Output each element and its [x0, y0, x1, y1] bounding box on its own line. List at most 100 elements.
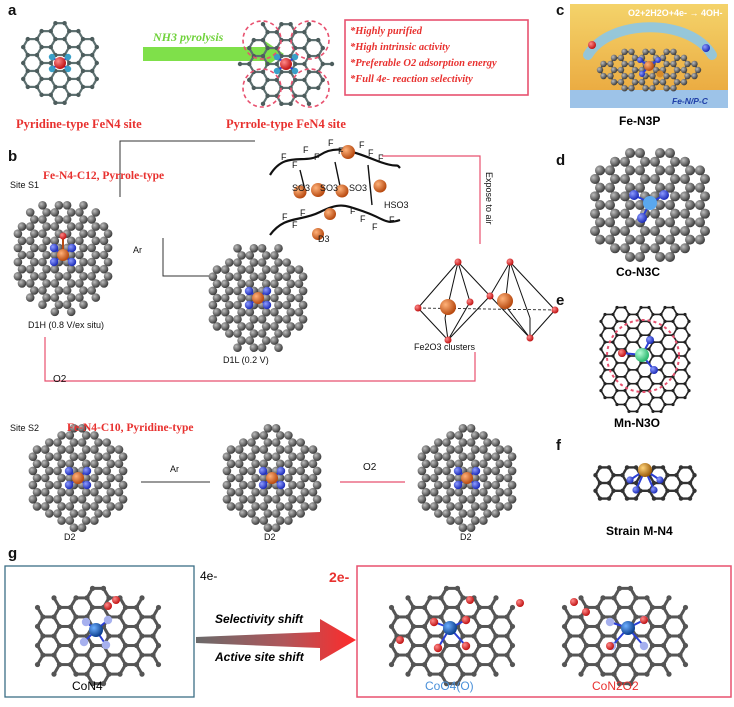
carbon-atom [483, 452, 492, 461]
carbon-atom [237, 336, 246, 345]
carbon-atom [282, 258, 292, 267]
carbon-atom [245, 279, 255, 289]
carbon-atom [421, 502, 431, 511]
carbon-atom [655, 251, 665, 262]
carbon-atom [79, 272, 88, 281]
carbon-atom [233, 272, 242, 281]
carbon-atom [274, 243, 283, 253]
carbon-atom [237, 251, 246, 260]
carbon-atom [45, 452, 54, 461]
carbon-atom [442, 466, 451, 476]
carbon-atom [102, 509, 111, 518]
carbon-atom [66, 236, 76, 246]
carbon-atom [680, 174, 690, 185]
carbon-atom [284, 431, 293, 440]
support-label: Fe-N/P-C [672, 96, 708, 106]
carbon-atom [57, 487, 66, 497]
site-s2-title: Fe-N4-C10, Pyridine-type [67, 422, 194, 434]
carbon-atom [30, 272, 39, 281]
carbon-atom [610, 66, 618, 74]
fe-cluster-atom [293, 185, 307, 199]
carbon-atom [65, 431, 75, 440]
pyrrole-highlight-circles [242, 20, 330, 108]
carbon-atom [288, 495, 297, 504]
carbon-atom [665, 217, 675, 228]
carbon-atom [245, 251, 255, 260]
carbon-atom [50, 279, 60, 288]
carbon-atom [94, 466, 103, 476]
carbon-atom [57, 473, 66, 483]
carbon-atom [495, 459, 505, 469]
carbon-atom [261, 336, 271, 345]
carbon-atom [81, 459, 91, 469]
carbon-atom [62, 200, 72, 210]
carbon-atom [649, 84, 656, 92]
carbon-atom [590, 191, 600, 202]
carbon-atom [79, 229, 88, 238]
fluorine-label: F [328, 138, 334, 148]
carbon-atom [421, 459, 431, 469]
carbon-atom [257, 272, 267, 281]
carbon-atom [87, 257, 96, 267]
carbon-atom [670, 208, 680, 219]
carbon-atom [234, 473, 244, 483]
carbon-atom [479, 487, 488, 497]
carbon-atom [446, 516, 455, 525]
carbon-atom [237, 293, 246, 303]
carbon-atom [700, 225, 710, 236]
carbon-atom [263, 452, 273, 461]
carbon-atom [590, 208, 600, 219]
o2-arrow [44, 337, 476, 382]
carbon-atom [270, 251, 279, 260]
fluorine-label: F [338, 146, 344, 156]
carbon-atom [226, 459, 236, 469]
carbon-atom [270, 265, 279, 274]
carbon-atom [479, 459, 488, 469]
d3-polymer [269, 145, 401, 240]
fluorine-label: F [378, 153, 384, 163]
carbon-atom [271, 509, 281, 518]
carbon-atom [680, 66, 688, 74]
carbon-atom [663, 84, 670, 92]
carbon-atom [66, 307, 76, 317]
carbon-atom [605, 165, 615, 176]
d2-label: D2 [64, 532, 76, 542]
carbon-atom [652, 78, 660, 86]
carbon-atom [628, 84, 635, 92]
oxygen-atom [454, 258, 462, 266]
carbon-atom [655, 200, 665, 210]
carbon-atom [625, 217, 635, 228]
carbon-atom [300, 459, 310, 469]
carbon-atom [79, 300, 88, 310]
co-atom [643, 196, 657, 210]
nitrogen-atom [276, 480, 286, 490]
carbon-atom [628, 60, 635, 68]
carbon-atom [483, 480, 492, 490]
d2-label: D2 [460, 532, 472, 542]
carbon-atom [491, 509, 501, 518]
carbon-atom [81, 502, 91, 511]
carbon-atom [458, 495, 468, 504]
carbon-atom [670, 243, 680, 254]
carbon-atom [114, 459, 124, 469]
carbon-atom [118, 480, 128, 490]
fe-atom [440, 299, 456, 315]
nitrogen-atom [79, 637, 89, 647]
carbon-atom [454, 459, 464, 469]
carbon-atom [103, 257, 113, 267]
carbon-atom [247, 438, 256, 447]
carbon-atom [610, 78, 618, 86]
carbon-atom [247, 495, 256, 504]
carbon-atom [263, 438, 273, 447]
carbon-atom [479, 473, 488, 483]
fe-n3p-lattice [588, 41, 710, 92]
carbon-atom [458, 438, 468, 447]
d2-label: D2 [264, 532, 276, 542]
carbon-atom [106, 473, 116, 483]
carbon-atom [466, 452, 476, 461]
carbon-atom [79, 286, 88, 295]
carbon-atom [114, 487, 124, 497]
carbon-atom [53, 438, 62, 447]
carbon-atom [270, 307, 279, 317]
carbon-atom [670, 72, 677, 80]
